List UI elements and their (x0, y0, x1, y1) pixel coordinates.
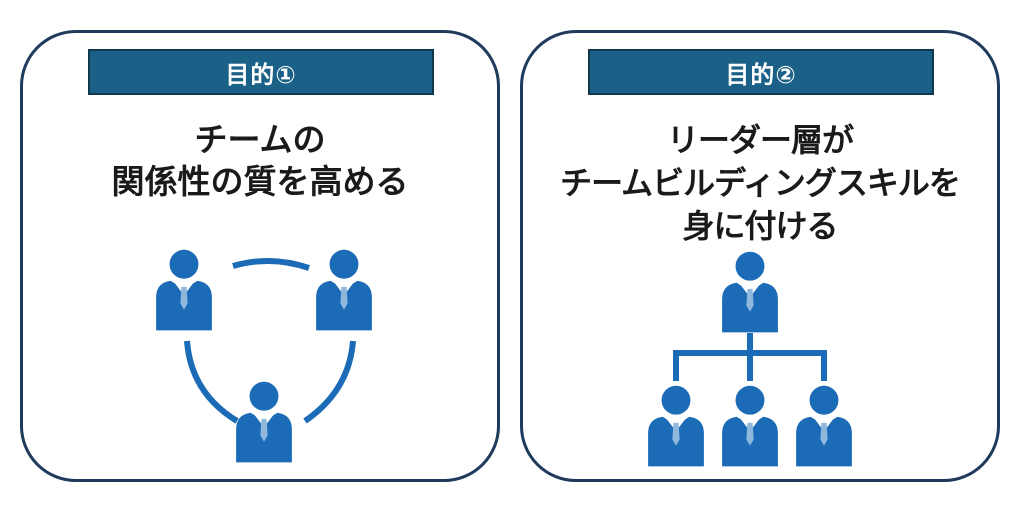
org-chart-connector (673, 333, 827, 381)
circle-arc-connector (184, 257, 356, 424)
heading-line: チームビルディングスキルを (560, 164, 961, 202)
heading-line: チームの (194, 120, 326, 159)
arc-right (303, 340, 356, 424)
arc-top (232, 257, 310, 271)
person-icon-left (156, 249, 212, 331)
purpose-card-2: 目的② リーダー層が チームビルディングスキルを 身に付ける (520, 30, 1000, 482)
person-icon-bottom (236, 381, 292, 463)
person-icon-member-2 (722, 385, 778, 467)
purpose-card-1: 目的① チームの 関係性の質を高める (20, 30, 500, 482)
team-circle-diagram (156, 249, 372, 463)
org-chart-diagram (648, 251, 852, 467)
heading-line: リーダー層が (666, 121, 854, 159)
person-icon-member-3 (796, 385, 852, 467)
heading-line: 関係性の質を高める (111, 162, 409, 201)
person-icon-leader (722, 251, 778, 333)
person-icon-member-1 (648, 385, 704, 467)
person-icon-right (316, 249, 372, 331)
purpose-heading-2: リーダー層が チームビルディングスキルを 身に付ける (523, 119, 997, 248)
purpose-tag-2: 目的② (588, 49, 934, 95)
arc-left (184, 340, 239, 424)
purpose-tag-1: 目的① (88, 49, 434, 95)
heading-line: 身に付ける (682, 207, 838, 245)
purpose-heading-1: チームの 関係性の質を高める (23, 119, 497, 203)
